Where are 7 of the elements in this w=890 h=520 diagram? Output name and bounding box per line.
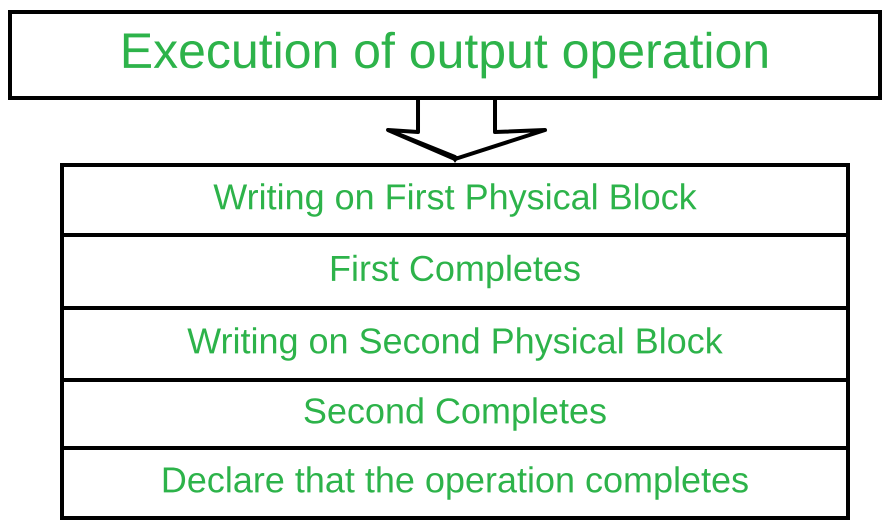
row-text: Declare that the operation completes bbox=[164, 466, 748, 500]
outer-box bbox=[60, 163, 850, 520]
row-text: First Completes bbox=[332, 254, 580, 288]
row-text: Writing on Second Physical Block bbox=[187, 327, 723, 361]
title-box: Execution of output operation bbox=[8, 10, 882, 100]
row-text: Second Completes bbox=[304, 397, 606, 431]
row-text: Writing on First Physical Block bbox=[213, 183, 697, 217]
